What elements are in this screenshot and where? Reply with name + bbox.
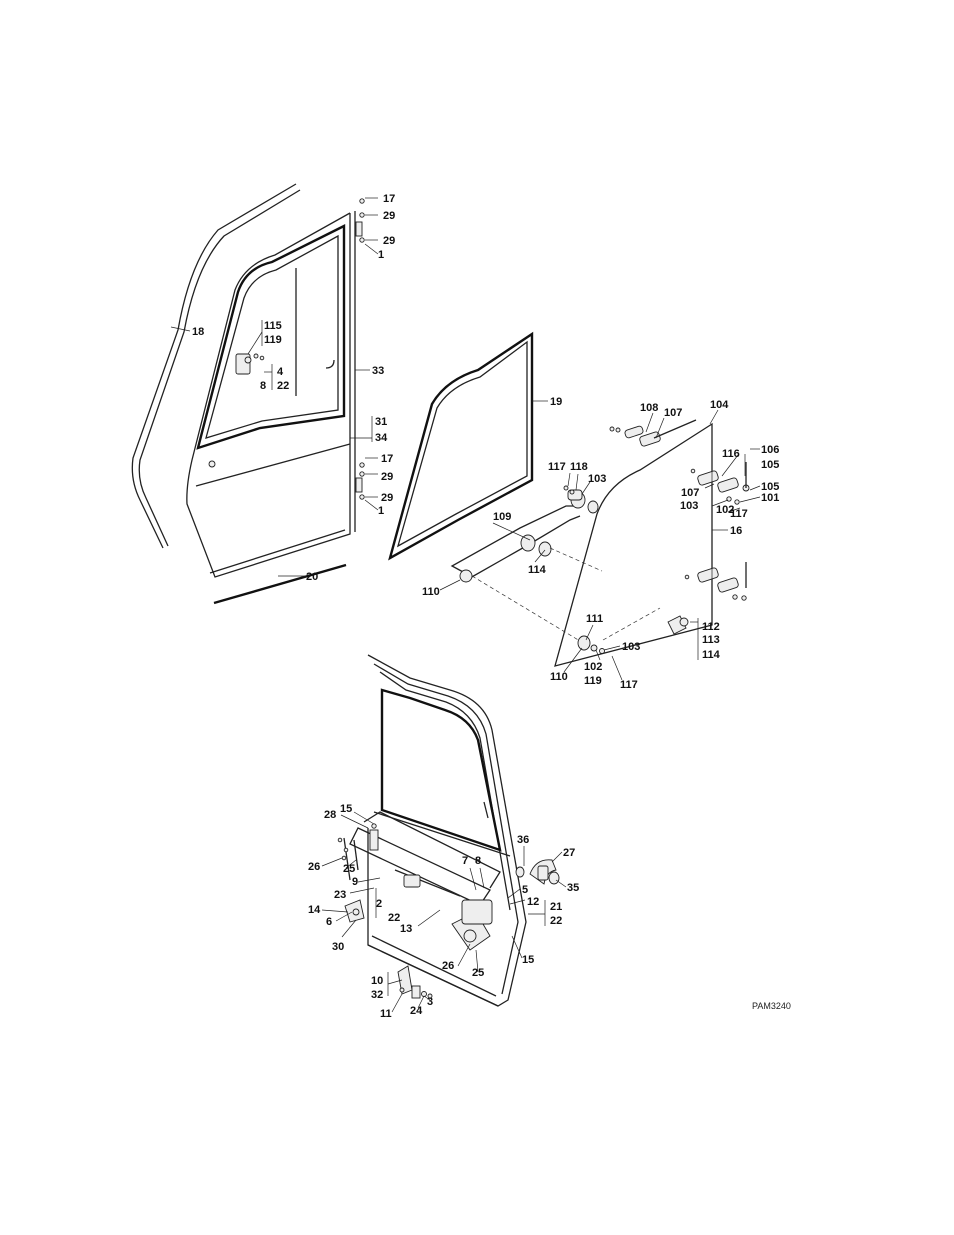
callout-label: 109 [493,511,511,523]
callout-label: 3 [427,996,433,1008]
callout-label: 105 [761,459,779,471]
callout-label: 118 [570,461,588,473]
callout-label: 23 [334,889,346,901]
callout-label: 17 [383,193,395,205]
callout-label: 114 [528,564,547,576]
callout-label: 18 [192,326,204,338]
callout-label: 31 [375,416,387,428]
callout-label: 13 [400,923,412,935]
callout-label: 21 [550,901,562,913]
callout-label: 25 [343,863,355,875]
callout-label: 36 [517,834,529,846]
callout-label: 33 [372,365,384,377]
callout-label: 117 [730,508,748,520]
callout-label: 103 [588,473,606,485]
door-window [196,226,350,486]
callout-label: 1 [378,249,384,261]
callout-label: 12 [527,896,539,908]
callout-label: 19 [550,396,562,408]
door-assembly [368,655,526,1006]
callout-label: 6 [326,916,332,928]
door-latch [236,354,264,374]
callout-label: 29 [381,492,393,504]
callout-label: 112 [702,621,720,633]
callout-label: 107 [664,407,682,419]
callout-label: 34 [375,432,388,444]
callout-label: 35 [567,882,579,894]
callout-label: 119 [264,334,282,346]
callout-label: 27 [563,847,575,859]
callout-label: 15 [340,803,352,815]
figure-code: PAM3240 [752,1001,791,1011]
callout-label: 26 [442,960,454,972]
callout-label: 114 [702,649,721,661]
callout-label: 104 [710,399,729,411]
callout-label: 30 [332,941,344,953]
callout-label: 4 [277,366,284,378]
callout-label: 26 [308,861,320,873]
callout-label: 29 [381,471,393,483]
callout-label: 16 [730,525,742,537]
callout-label: 103 [622,641,640,653]
callout-label: 103 [680,500,698,512]
callout-label: 1 [378,505,384,517]
callout-label: 15 [522,954,534,966]
callout-label: 117 [620,679,638,691]
callout-label: 5 [522,884,528,896]
door-hinges [356,199,364,499]
callout-label: 9 [352,876,358,888]
callout-label: 29 [383,235,395,247]
callout-label: 32 [371,989,383,1001]
window-19 [390,334,548,558]
callout-label: 106 [761,444,779,456]
callout-label: 8 [260,380,266,392]
callout-label: 20 [306,571,318,583]
callout-label: 119 [584,675,602,687]
callout-label: 110 [550,671,568,683]
outer-handle-27 [516,860,559,884]
callout-label: 101 [761,492,779,504]
callout-label: 108 [640,402,658,414]
callout-label: 111 [586,613,603,625]
callout-label: 17 [381,453,393,465]
callout-label: 116 [722,448,740,460]
callout-label: 22 [277,380,289,392]
callout-label: 22 [550,915,562,927]
callout-label: 107 [681,487,699,499]
callout-label: 113 [702,634,720,646]
callout-label: 7 [462,855,468,867]
callout-label: 28 [324,809,336,821]
callout-label: 10 [371,975,383,987]
callout-label: 11 [380,1008,392,1020]
callout-label: 2 [376,898,382,910]
callout-label: 24 [410,1005,423,1017]
callout-label: 117 [548,461,566,473]
callout-label: 102 [584,661,602,673]
callout-label: 110 [422,586,440,598]
callout-label: 14 [308,904,321,916]
callout-label: 25 [472,967,484,979]
callout-label: 22 [388,912,400,924]
handle-109 [452,486,598,582]
callout-label: 115 [264,320,282,332]
callout-label: 29 [383,210,395,222]
striker-hardware [398,966,432,998]
callout-label: 8 [475,855,481,867]
